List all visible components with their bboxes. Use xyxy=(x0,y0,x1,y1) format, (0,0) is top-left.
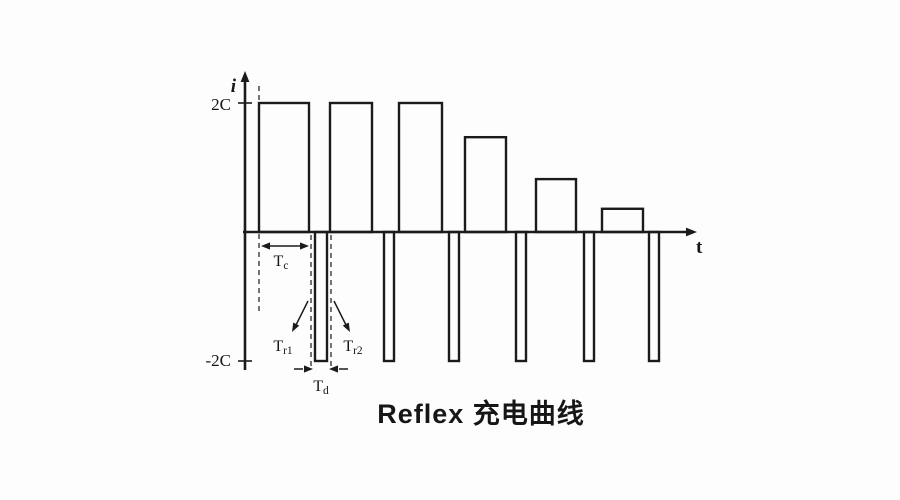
x-axis-label: t xyxy=(696,237,703,258)
discharge-time-annotation: Td xyxy=(294,365,348,397)
diagram-title: Reflex 充电曲线 xyxy=(377,398,585,429)
charge-pulse xyxy=(463,135,508,234)
discharge-pulse xyxy=(647,230,661,363)
charge-time-annotation: Tc xyxy=(261,242,309,272)
tc-arrowhead-left-icon xyxy=(261,242,270,250)
waveform-layer xyxy=(257,101,661,363)
charge-time-label: Tc xyxy=(274,253,289,272)
y-lower-tick-label: -2C xyxy=(206,351,232,370)
discharge-pulse xyxy=(313,230,329,363)
charge-pulse xyxy=(257,101,311,234)
td-arrowhead-right-icon xyxy=(329,365,338,373)
x-axis-arrowhead-icon xyxy=(686,227,697,237)
tr1-arrow-line xyxy=(294,300,309,328)
tc-arrowhead-right-icon xyxy=(300,242,309,250)
discharge-pulse xyxy=(514,230,528,363)
tr2-arrow-line xyxy=(333,300,348,328)
charge-pulse xyxy=(397,101,444,234)
discharge-time-label: Td xyxy=(313,378,329,397)
rest-time-annotations: Tr1 Tr2 xyxy=(273,300,363,357)
discharge-pulse xyxy=(447,230,461,363)
tr1-arrowhead-icon xyxy=(292,322,300,332)
charge-pulse xyxy=(534,177,578,234)
y-upper-tick-label: 2C xyxy=(211,95,231,114)
charge-pulse xyxy=(600,207,645,234)
guide-lines xyxy=(258,86,332,366)
y-axis-arrowhead-icon xyxy=(240,71,250,82)
rest-time-2-label: Tr2 xyxy=(343,338,363,357)
y-axis-label: i xyxy=(231,76,237,97)
rest-time-1-label: Tr1 xyxy=(273,338,293,357)
axes xyxy=(238,71,697,370)
discharge-pulse xyxy=(382,230,396,363)
tr2-arrowhead-icon xyxy=(342,322,350,332)
td-arrowhead-left-icon xyxy=(304,365,313,373)
charge-pulse xyxy=(328,101,374,234)
discharge-pulse xyxy=(582,230,596,363)
